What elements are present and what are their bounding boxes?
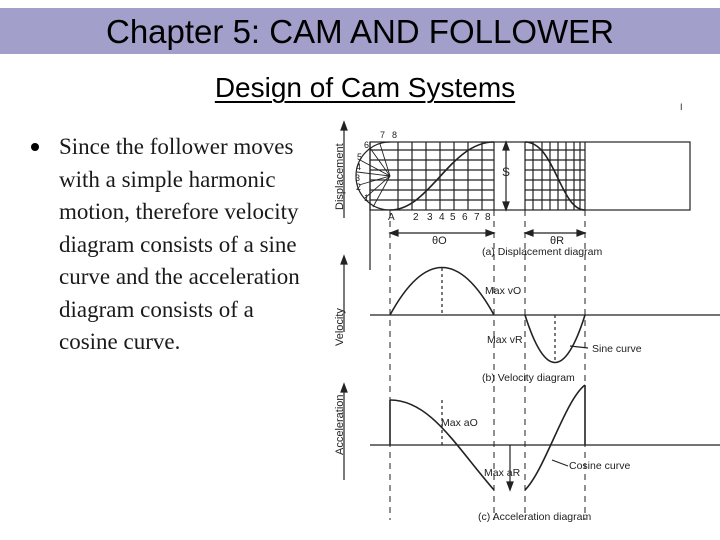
cam-follower-diagram: I Displacement Velocity Acceleration 1 2…: [330, 100, 720, 535]
top-mark: I: [680, 102, 683, 112]
velocity-axis-arrow-icon: [340, 254, 348, 265]
x-number-8: 8: [485, 212, 491, 223]
x-number-3: 3: [427, 212, 433, 223]
acceleration-axis-label: Acceleration: [334, 394, 346, 455]
semicircle-radials: [356, 143, 391, 208]
circle-number-4: 4: [356, 162, 361, 172]
acceleration-caption: (c) Acceleration diagram: [478, 511, 591, 523]
circle-number-6: 6: [364, 140, 369, 150]
velocity-axis-label: Velocity: [334, 308, 346, 346]
displacement-caption: (a) Displacement diagram: [482, 246, 602, 258]
acceleration-return-curve: [524, 384, 586, 491]
max-ao-label: Max aO: [441, 417, 478, 429]
displacement-return-curve: [524, 141, 586, 211]
point-label: A: [388, 212, 395, 223]
stroke-label: S: [502, 165, 510, 179]
x-number-5: 5: [450, 212, 456, 223]
circle-number-3: 3: [355, 173, 360, 183]
x-number-2: 2: [413, 212, 419, 223]
x-number-6: 6: [462, 212, 468, 223]
max-ar-label: Max aR: [484, 467, 521, 479]
displacement-axis-label: Displacement: [334, 143, 346, 210]
displacement-grid: [370, 142, 586, 210]
circle-number-1: 1: [364, 193, 369, 203]
displacement-rise-curve: [389, 141, 495, 211]
x-number-7: 7: [474, 212, 480, 223]
sine-curve-label: Sine curve: [592, 343, 642, 355]
circle-number-7: 7: [380, 130, 385, 140]
circle-number-5: 5: [357, 152, 362, 162]
circle-number-2: 2: [356, 182, 361, 192]
section-title: Design of Cam Systems: [214, 72, 516, 103]
acceleration-axis-arrow-icon: [340, 382, 348, 393]
circle-number-8: 8: [392, 130, 397, 140]
chapter-title: Chapter 5: CAM AND FOLLOWER: [106, 13, 614, 50]
theta-r-label: θR: [550, 235, 564, 247]
displacement-axis-arrow-icon: [340, 120, 348, 131]
max-vr-label: Max vR: [487, 334, 523, 346]
acceleration-outstroke-curve: [389, 399, 495, 491]
velocity-caption: (b) Velocity diagram: [482, 372, 575, 384]
velocity-outstroke-curve: [389, 266, 495, 316]
bullet-text: Since the follower moves with a simple h…: [59, 134, 300, 354]
max-vo-label: Max vO: [485, 285, 521, 297]
velocity-return-curve: [524, 314, 586, 364]
bullet-point-icon: [31, 143, 39, 151]
x-number-4: 4: [439, 212, 445, 223]
header-band: [0, 8, 720, 54]
harmonic-semicircle: [355, 141, 391, 211]
theta-o-label: θO: [432, 235, 447, 247]
cosine-curve-label: Cosine curve: [569, 460, 630, 472]
